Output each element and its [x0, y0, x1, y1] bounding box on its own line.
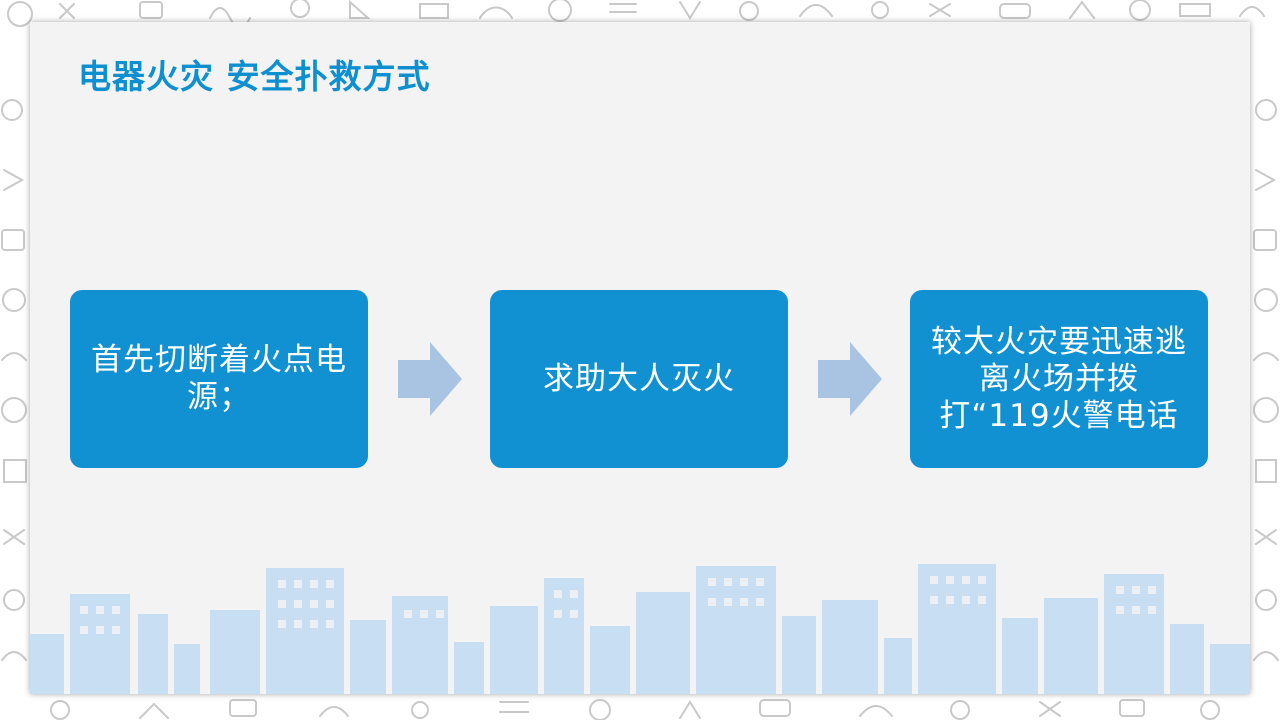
- city-skyline-illustration: [30, 564, 1250, 694]
- step-1-text: 首先切断着火点电源；: [91, 342, 347, 415]
- right-arrow-icon: [398, 342, 462, 416]
- step-box-3: 较大火灾要迅速逃离火场并拨打“119火警电话: [910, 290, 1208, 468]
- right-arrow-icon: [818, 342, 882, 416]
- content-panel: 电器火灾 安全扑救方式: [30, 22, 1250, 694]
- slide-title: 电器火灾 安全扑救方式: [78, 57, 431, 96]
- step-box-1: 首先切断着火点电源；: [70, 290, 368, 468]
- step-box-2: 求助大人灭火: [490, 290, 788, 468]
- step-2-text: 求助大人灭火: [543, 360, 735, 397]
- step-3-text: 较大火灾要迅速逃离火场并拨打“119火警电话: [931, 323, 1187, 434]
